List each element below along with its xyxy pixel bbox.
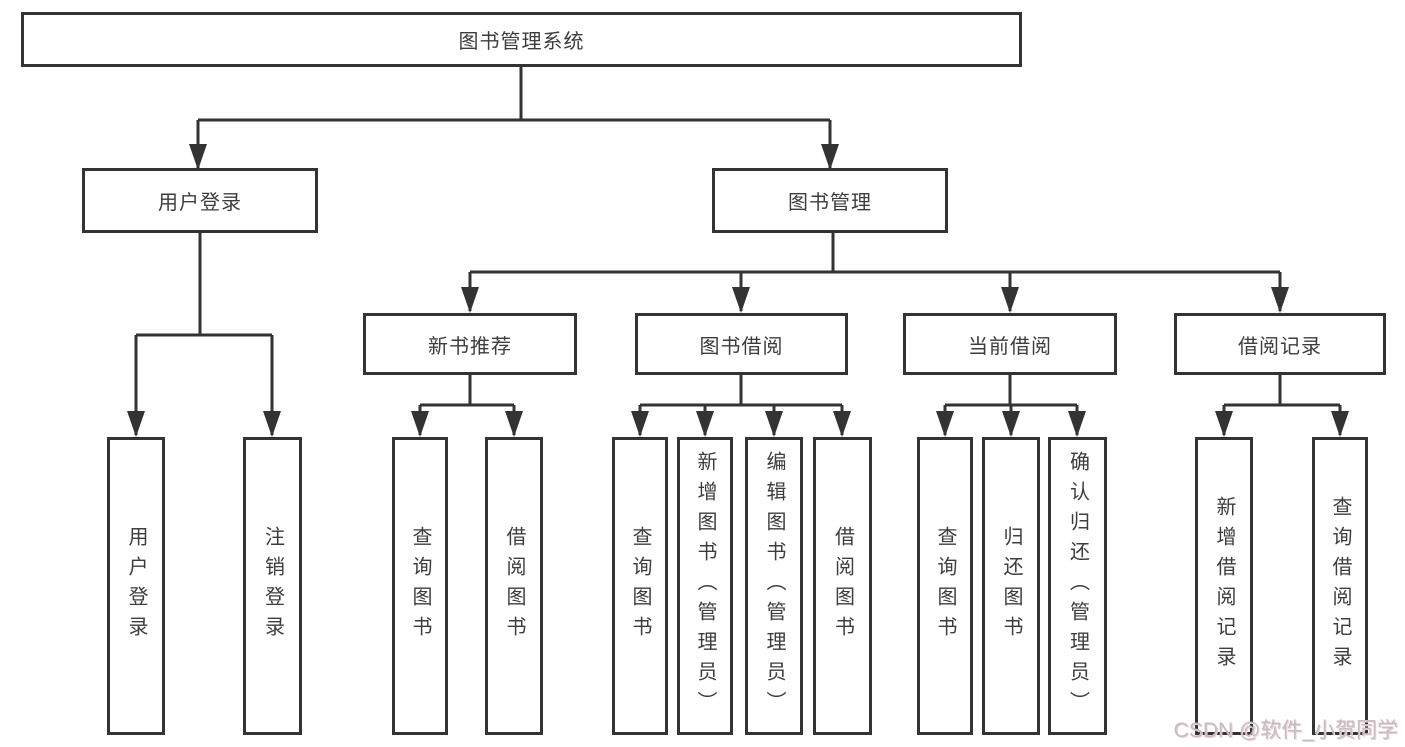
leaf-add-borrow-record: 新增借阅记录: [1195, 437, 1253, 735]
leaf-query-books-recommend: 查询图书: [392, 437, 448, 735]
leaf-query-books-borrowing: 查询图书: [612, 437, 668, 735]
leaf-edit-books-admin: 编辑图书（管理员）: [745, 437, 803, 735]
node-book-management: 图书管理: [712, 168, 948, 233]
leaf-user-login: 用户登录: [107, 437, 165, 735]
leaf-query-books-current: 查询图书: [917, 437, 973, 735]
node-new-book-recommend: 新书推荐: [363, 313, 577, 375]
wire-user-login-spine: [136, 233, 272, 337]
leaf-return-books: 归还图书: [982, 437, 1040, 735]
wire-book-management-spine: [470, 233, 1280, 274]
node-library-system: 图书管理系统: [21, 12, 1022, 67]
node-user-login: 用户登录: [82, 168, 318, 233]
leaf-query-borrow-record: 查询借阅记录: [1312, 437, 1368, 735]
leaf-borrow-books-borrowing: 借阅图书: [813, 437, 872, 735]
wire-root-spine: [198, 67, 830, 122]
node-borrowing-records: 借阅记录: [1174, 313, 1386, 375]
wire-borrowing-records-spine: [1224, 375, 1340, 407]
wire-current-borrowing-spine: [945, 375, 1077, 407]
leaf-confirm-return-admin: 确认归还（管理员）: [1048, 437, 1107, 735]
node-book-borrowing: 图书借阅: [635, 313, 848, 375]
leaf-add-books-admin: 新增图书（管理员）: [677, 437, 733, 735]
wire-book-borrowing-spine: [640, 375, 842, 407]
leaf-logout-login: 注销登录: [243, 437, 302, 735]
wire-new-book-recommend-spine: [420, 375, 514, 407]
node-current-borrowing: 当前借阅: [903, 313, 1117, 375]
leaf-borrow-books-recommend: 借阅图书: [485, 437, 543, 735]
